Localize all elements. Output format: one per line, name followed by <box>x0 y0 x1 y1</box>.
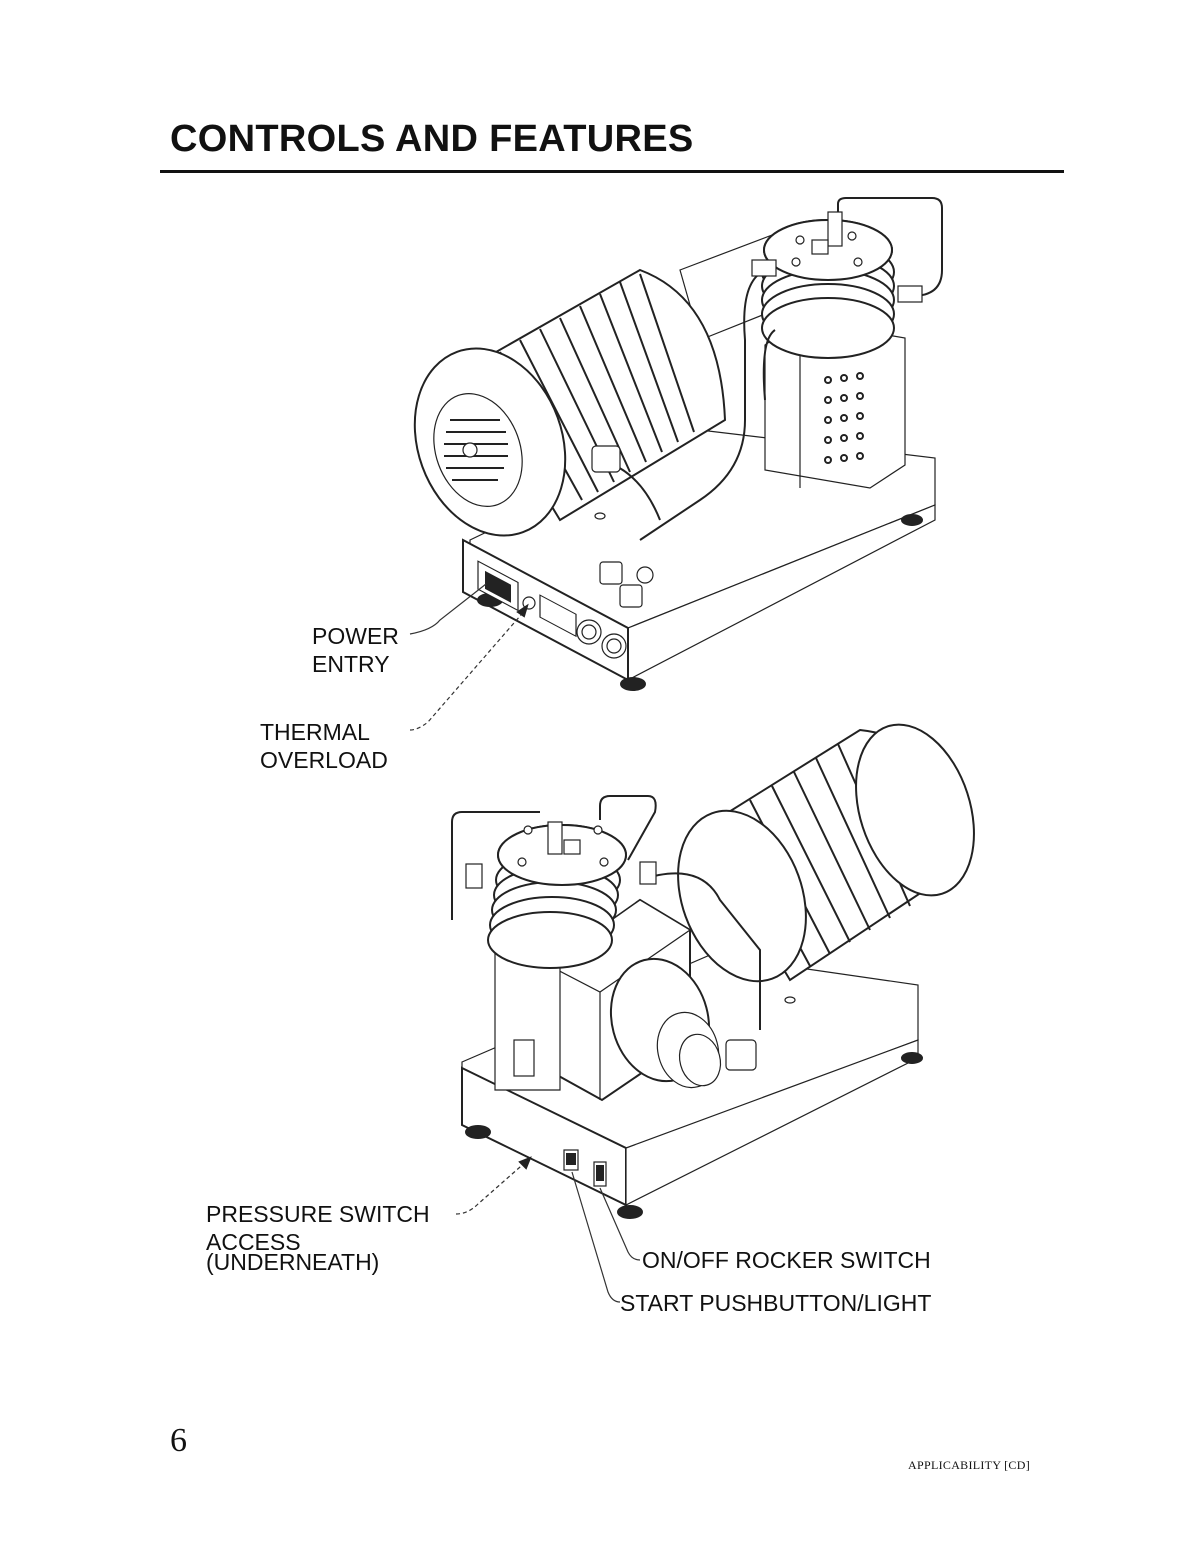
callout-pressure-switch-line3: (UNDERNEATH) <box>206 1252 430 1272</box>
callout-power-entry: POWER ENTRY <box>312 624 399 676</box>
leader-thermal-overload <box>410 608 527 730</box>
compressor-rear-view <box>390 198 942 690</box>
callout-on-off-rocker-switch: ON/OFF ROCKER SWITCH <box>642 1248 931 1272</box>
callout-pressure-switch-line1: PRESSURE SWITCH <box>206 1204 430 1224</box>
callout-pressure-switch-access: PRESSURE SWITCH ACCESS (UNDERNEATH) <box>206 1204 430 1272</box>
callout-start-pushbutton-light: START PUSHBUTTON/LIGHT <box>620 1291 931 1315</box>
callout-power-entry-line1: POWER <box>312 624 399 648</box>
applicability-note: APPLICABILITY [CD] <box>908 1458 1030 1473</box>
callout-thermal-overload-line2: OVERLOAD <box>260 748 388 772</box>
callout-thermal-overload-line1: THERMAL <box>260 720 388 744</box>
callout-power-entry-line2: ENTRY <box>312 652 399 676</box>
page-number: 6 <box>170 1422 187 1460</box>
compressor-front-view <box>452 709 995 1218</box>
leader-pressure-switch <box>456 1160 528 1214</box>
callout-thermal-overload: THERMAL OVERLOAD <box>260 720 388 772</box>
